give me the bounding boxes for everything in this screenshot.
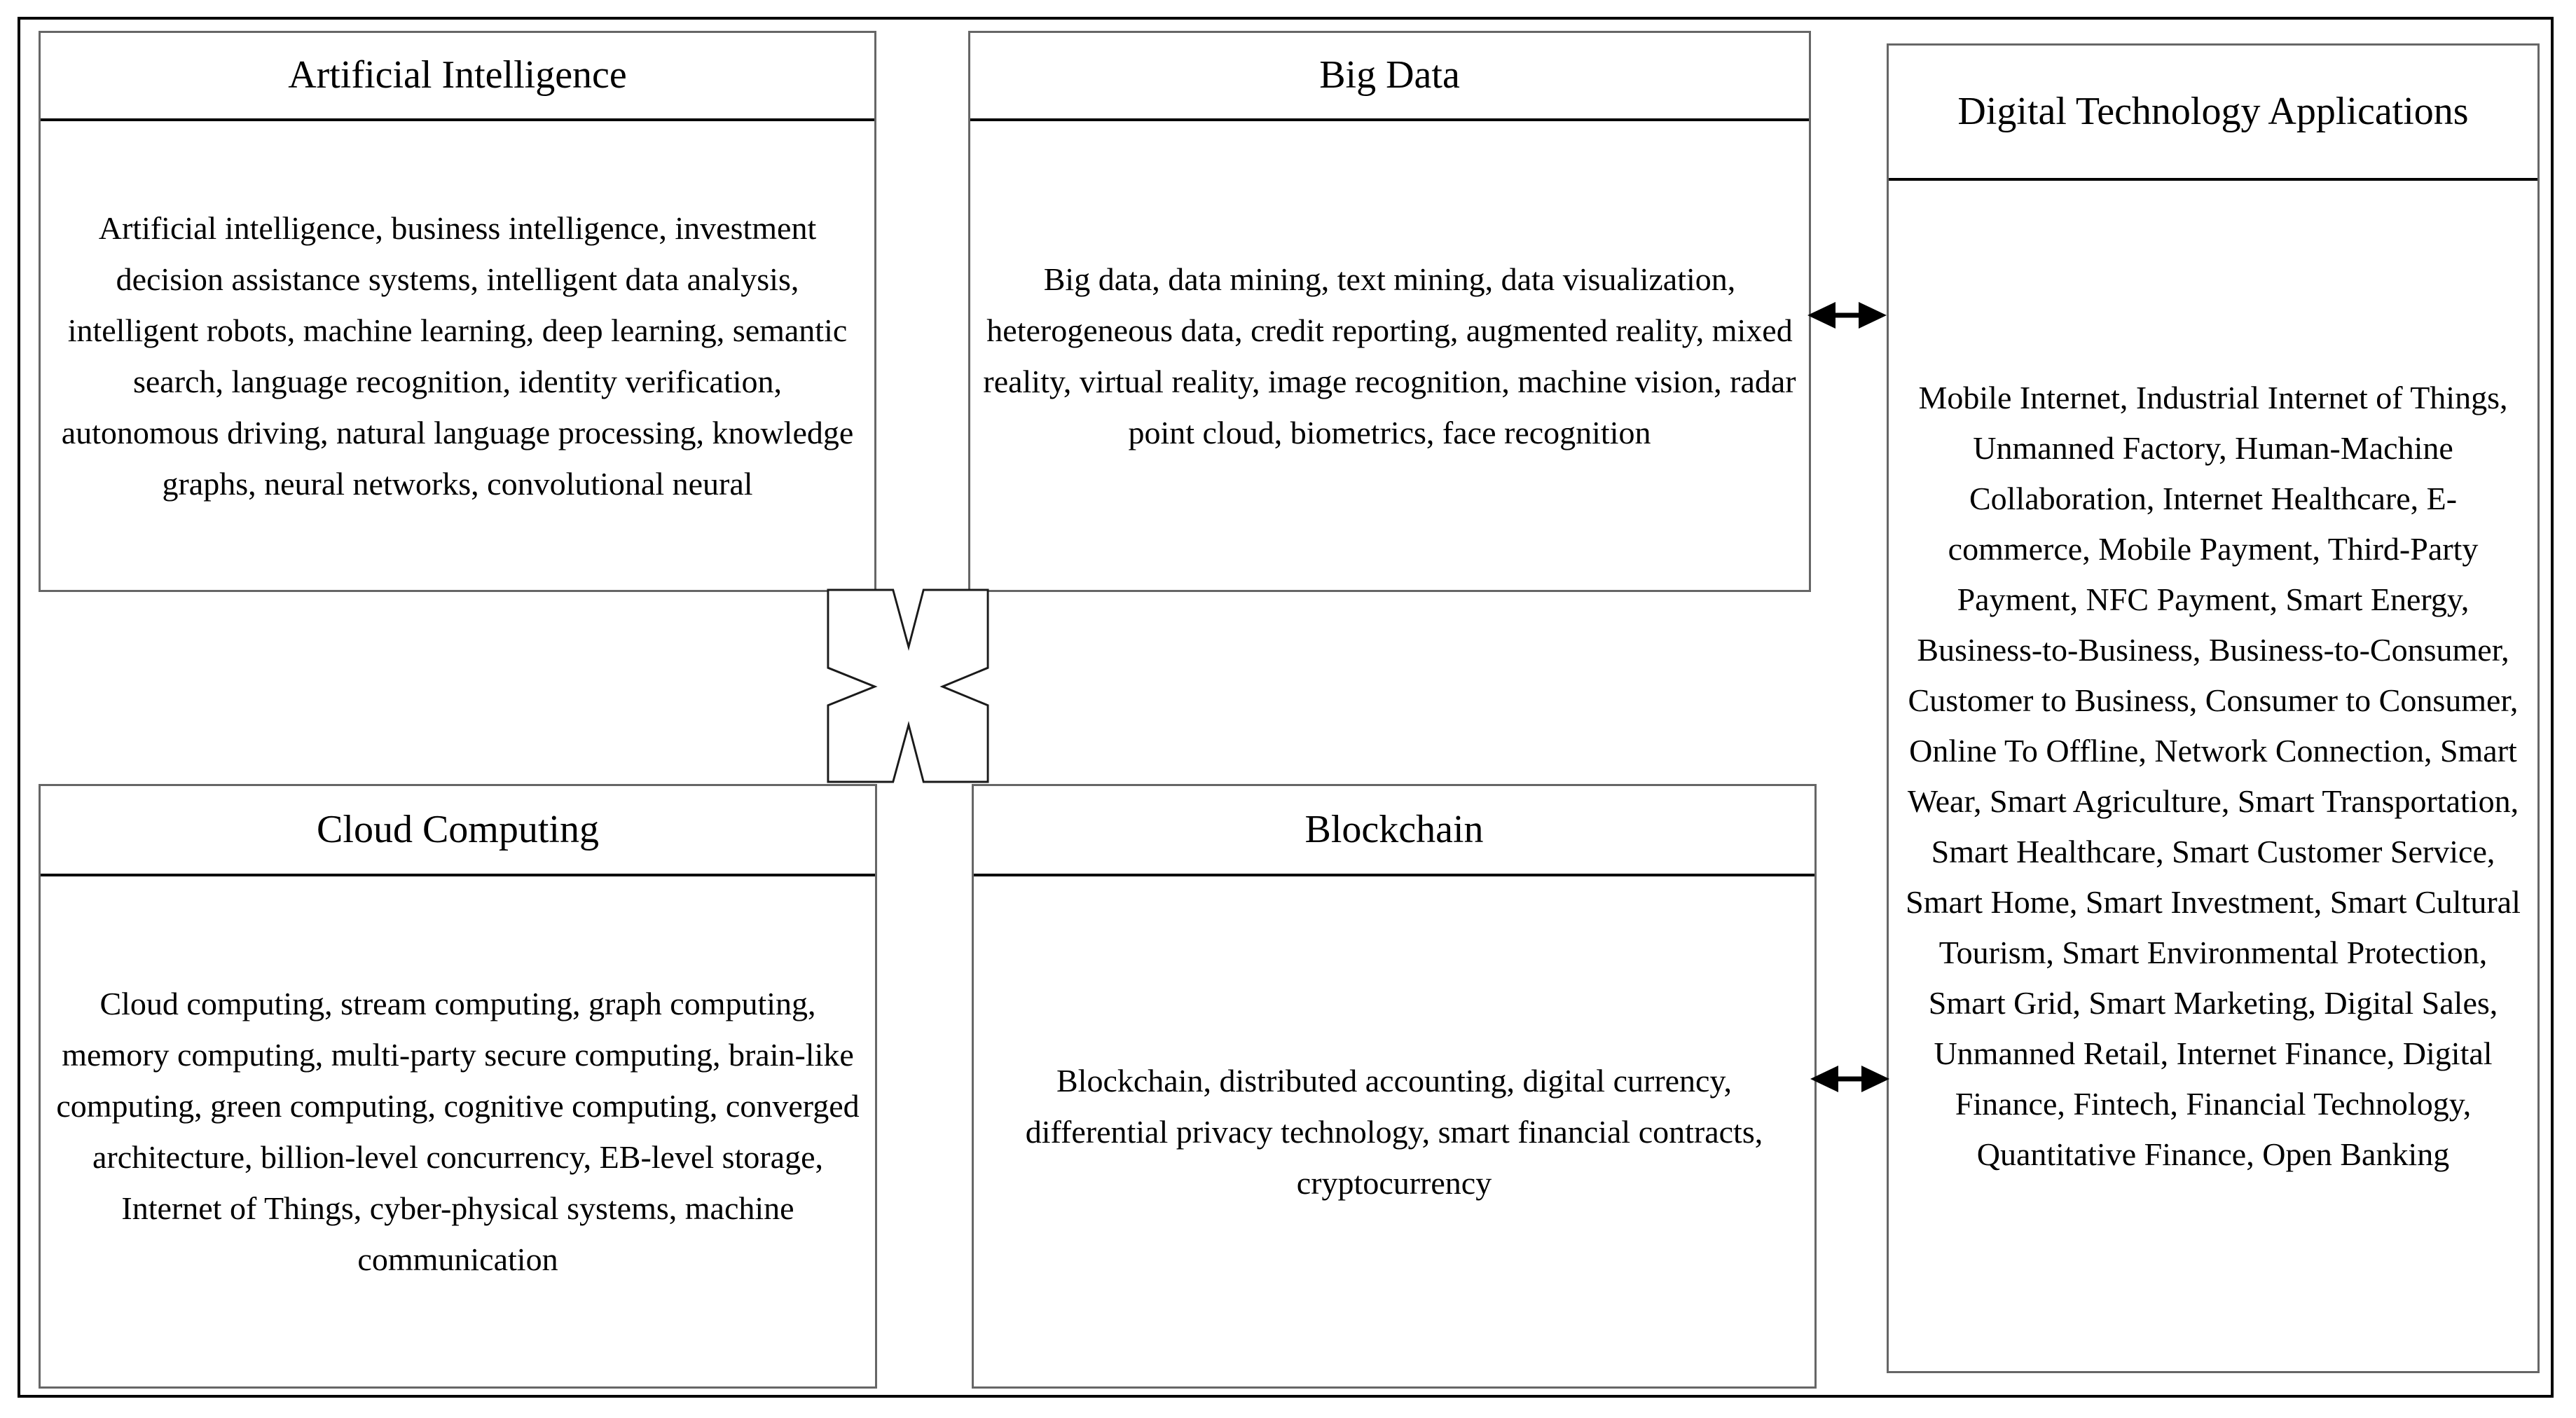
box-body: Cloud computing, stream computing, graph… xyxy=(56,986,860,1277)
quad-arrow-icon xyxy=(827,588,989,783)
figure-frame xyxy=(18,17,2554,1398)
box-blockchain: Blockchain Blockchain, distributed accou… xyxy=(972,784,1817,1389)
arrow-blockchain-to-applications xyxy=(1809,1062,1891,1096)
box-big-data: Big Data Big data, data mining, text min… xyxy=(968,31,1811,592)
box-body: Blockchain, distributed accounting, digi… xyxy=(1025,1062,1763,1201)
box-title: Big Data xyxy=(970,33,1809,121)
box-title: Digital Technology Applications xyxy=(1889,46,2537,181)
double-headed-arrow-icon xyxy=(1807,302,1887,329)
box-body: Mobile Internet, Industrial Internet of … xyxy=(1906,379,2521,1172)
box-body: Artificial intelligence, business intell… xyxy=(61,209,854,502)
box-body: Big data, data mining, text mining, data… xyxy=(983,261,1796,450)
box-artificial-intelligence: Artificial Intelligence Artificial intel… xyxy=(39,31,876,592)
arrow-bigdata-to-applications xyxy=(1806,298,1888,332)
double-headed-arrow-icon xyxy=(1810,1066,1889,1092)
box-title: Artificial Intelligence xyxy=(41,33,874,121)
box-cloud-computing: Cloud Computing Cloud computing, stream … xyxy=(39,784,877,1389)
box-title: Cloud Computing xyxy=(41,786,875,876)
box-digital-technology-applications: Digital Technology Applications Mobile I… xyxy=(1887,43,2540,1373)
box-title: Blockchain xyxy=(974,786,1814,876)
